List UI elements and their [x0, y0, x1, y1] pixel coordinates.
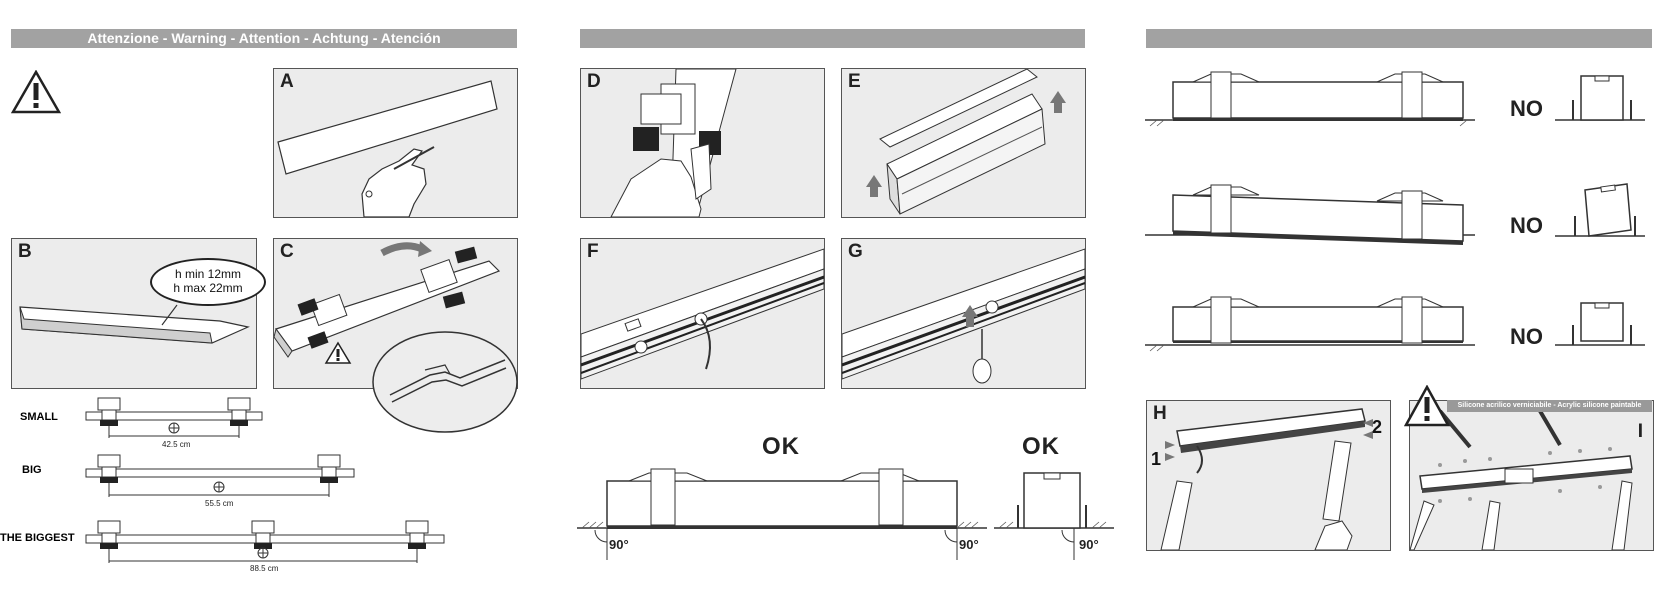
panel-label: I [1637, 421, 1643, 442]
panel-label: B [18, 241, 32, 262]
no-profile-2 [1555, 183, 1645, 237]
angle-label: 90° [1079, 537, 1099, 552]
warning-triangle-icon [11, 70, 61, 114]
arrow-up-icon [1050, 91, 1066, 113]
no-diagram-2 [1145, 184, 1475, 245]
size-big-diagram [85, 454, 355, 497]
ok-profile-diagram [994, 472, 1114, 560]
no-label-1: NO [1510, 96, 1543, 121]
panel-g: G [841, 238, 1086, 389]
size-big-dimension: 55.5 cm [205, 499, 234, 508]
panel-label: E [848, 71, 861, 92]
warning-triangle-icon [1404, 385, 1450, 427]
panel-label: G [848, 241, 863, 262]
angle-label: 90° [609, 537, 629, 552]
angle-label: 90° [959, 537, 979, 552]
panel-b: B [11, 238, 257, 389]
middle-header-bar [580, 29, 1085, 48]
size-small-label: SMALL [20, 411, 58, 423]
no-profile-1 [1555, 75, 1645, 121]
arrow-up-icon [866, 175, 882, 197]
no-diagram-1 [1145, 71, 1475, 127]
height-min: h min 12mm [174, 267, 242, 281]
size-biggest-label: THE BIGGEST [0, 532, 75, 544]
ok-label-main: OK [762, 433, 800, 460]
no-label-3: NO [1510, 324, 1543, 349]
no-profile-3 [1555, 302, 1645, 346]
size-big-label: BIG [22, 464, 42, 476]
no-label-2: NO [1510, 213, 1543, 238]
size-small-dimension: 42.5 cm [162, 440, 191, 449]
detail-magnifier [372, 331, 518, 433]
arrow-up-icon [962, 305, 978, 327]
ok-ceiling-diagram [577, 468, 987, 560]
marker-one: 1 [1151, 449, 1162, 469]
size-small-diagram [85, 397, 263, 438]
size-biggest-diagram [85, 520, 445, 563]
ok-label-side: OK [1022, 433, 1060, 460]
panel-a: A [273, 68, 518, 218]
panel-label: A [280, 71, 294, 92]
panel-d: D [580, 68, 825, 218]
panel-e: E [841, 68, 1086, 218]
warning-header: Attenzione - Warning - Attention - Achtu… [11, 29, 517, 48]
panel-label: F [587, 241, 599, 262]
panel-label: H [1153, 403, 1167, 424]
no-diagram-3 [1145, 296, 1475, 352]
panel-h: H 1 2 [1146, 400, 1391, 551]
size-biggest-dimension: 88.5 cm [250, 564, 279, 573]
height-max: h max 22mm [173, 281, 243, 295]
panel-label: C [280, 241, 294, 262]
silicone-note: Silicone acrilico verniciabile - Acrylic… [1447, 400, 1652, 412]
panel-label: D [587, 71, 601, 92]
marker-two: 2 [1372, 417, 1383, 437]
panel-f: F [580, 238, 825, 389]
right-header-bar [1146, 29, 1652, 48]
